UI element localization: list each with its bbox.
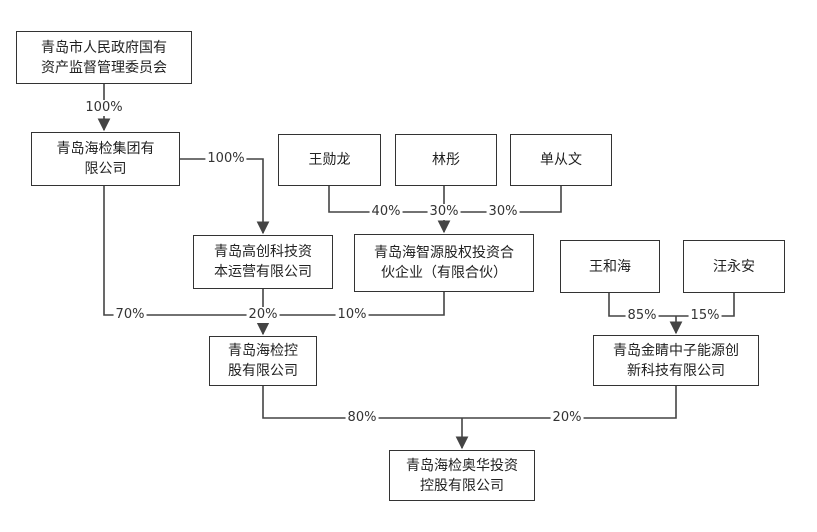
edge-group-gaochuang <box>180 158 270 235</box>
pct-holding-to-aohua: 80% <box>345 410 379 426</box>
pct-jinjing-to-aohua: 20% <box>550 410 584 426</box>
entity-wang-xunlong: 王勋龙 <box>278 134 381 186</box>
edge-to-aohua <box>262 386 677 419</box>
entity-lin-tong: 林彤 <box>395 134 497 186</box>
entity-haijian-group: 青岛海检集团有 限公司 <box>31 132 180 186</box>
entity-shan-congwen: 单从文 <box>510 134 612 186</box>
entity-qingdao-sasac: 青岛市人民政府国有 资产监督管理委员会 <box>16 31 192 84</box>
pct-wang-hehai: 85% <box>625 308 659 324</box>
entity-jinjing: 青岛金睛中子能源创 新科技有限公司 <box>593 335 759 386</box>
pct-wang-xunlong: 40% <box>369 204 403 220</box>
pct-zhiyuan-to-holding: 10% <box>335 307 369 323</box>
entity-wang-yongan: 汪永安 <box>683 240 785 293</box>
entity-gaochuang: 青岛高创科技资 本运营有限公司 <box>193 235 333 289</box>
pct-group-to-gaochuang: 100% <box>205 151 247 167</box>
entity-aohua: 青岛海检奥华投资 控股有限公司 <box>389 450 535 501</box>
pct-shan-congwen: 30% <box>486 204 520 220</box>
entity-zhiyuan: 青岛海智源股权投资合 伙企业（有限合伙） <box>354 234 534 292</box>
entity-wang-hehai: 王和海 <box>560 240 660 293</box>
edge-to-jinjing <box>608 293 735 317</box>
pct-lin-tong: 30% <box>427 204 461 220</box>
pct-wang-yongan: 15% <box>688 308 722 324</box>
entity-haijian-holding: 青岛海检控 股有限公司 <box>209 336 317 386</box>
pct-group-to-holding: 70% <box>113 307 147 323</box>
pct-sasac-to-group: 100% <box>83 100 125 116</box>
pct-gaochuang-to-holding: 20% <box>246 307 280 323</box>
